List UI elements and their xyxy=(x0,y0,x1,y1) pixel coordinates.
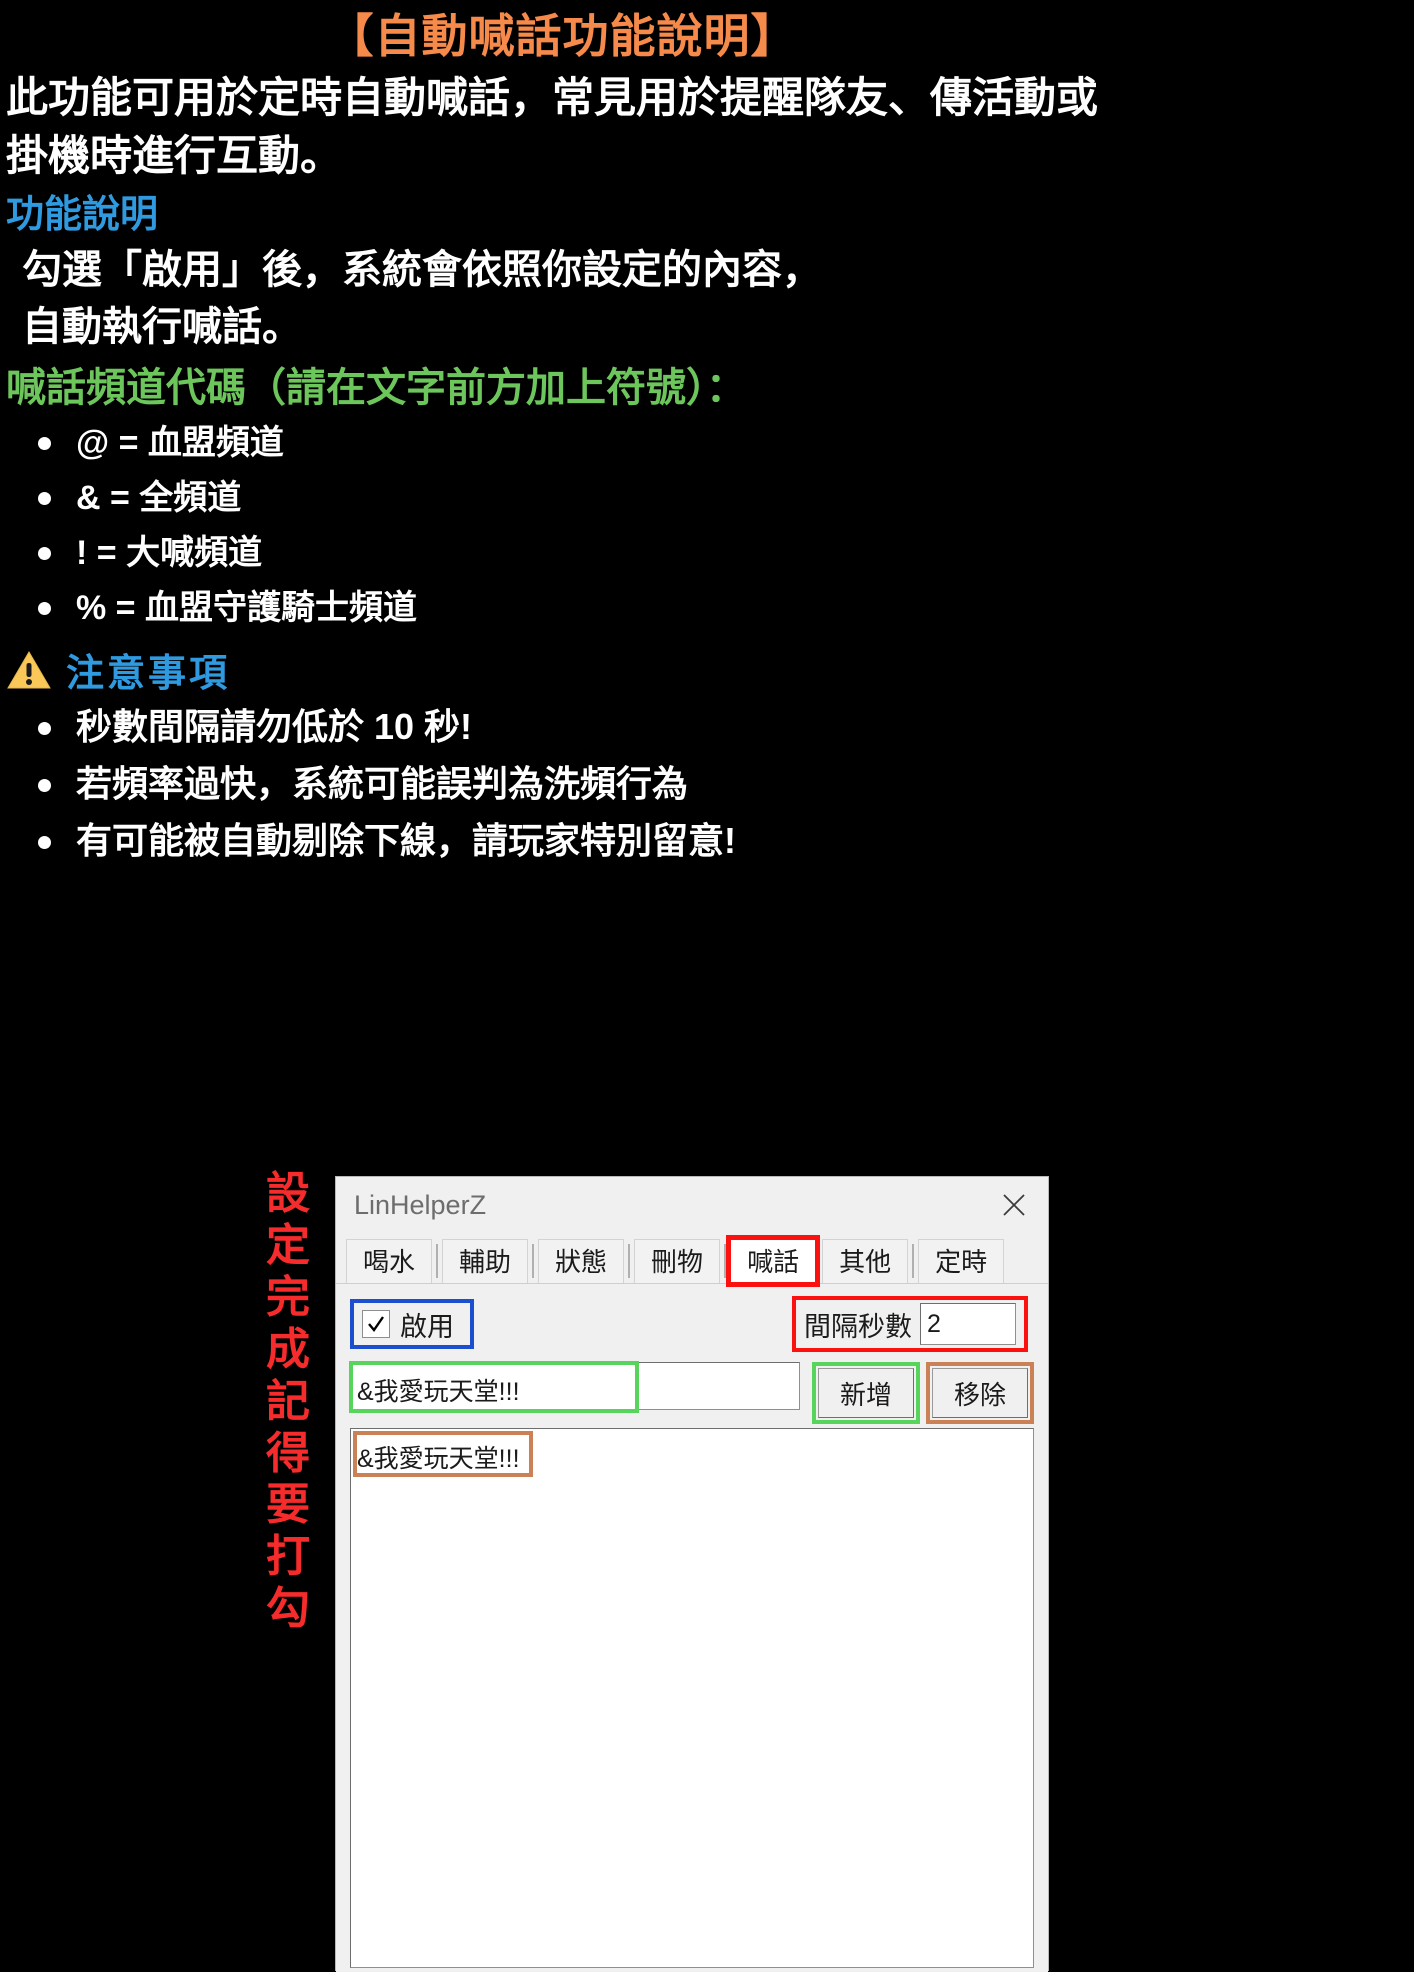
warning-triangle-icon xyxy=(6,650,52,690)
annotation-char: 完 xyxy=(266,1272,310,1322)
section-heading-features: 功能說明 xyxy=(6,193,159,236)
linhelperz-window: LinHelperZ 喝水 輔助 狀態 刪物 喊話 其他 定時 啟用 xyxy=(335,1176,1049,1972)
warning-heading-label: 注意事項 xyxy=(66,653,231,696)
list-item[interactable]: &我愛玩天堂!!! xyxy=(357,1445,520,1473)
message-entry-row: &我愛玩天堂!!! 新增 移除 xyxy=(349,1361,1034,1424)
enable-checkbox[interactable]: 啟用 xyxy=(350,1299,474,1349)
message-input-value: &我愛玩天堂!!! xyxy=(357,1378,520,1406)
add-button[interactable]: 新增 xyxy=(818,1368,914,1418)
section-heading-channel-codes: 喊話頻道代碼（請在文字前方加上符號）： xyxy=(6,365,746,410)
interval-seconds-label: 間隔秒數 xyxy=(804,1311,912,1342)
section-heading-warnings: 注意事項 xyxy=(0,636,1125,699)
shout-tab-panel: 啟用 間隔秒數 2 &我愛玩天堂!!! 新增 移除 &我愛玩天堂!!! xyxy=(336,1283,1048,1972)
enable-checkbox-label: 啟用 xyxy=(400,1311,454,1342)
page-title: 【自動喊話功能說明】 xyxy=(327,10,798,62)
close-icon[interactable] xyxy=(984,1180,1044,1230)
window-titlebar[interactable]: LinHelperZ xyxy=(336,1177,1048,1233)
feature-description-line-2: 自動執行喊話。 xyxy=(22,304,302,349)
tab-timer[interactable]: 定時 xyxy=(918,1239,1005,1283)
window-title: LinHelperZ xyxy=(354,1189,487,1220)
list-item: 秒數間隔請勿低於 10 秒! xyxy=(30,699,1119,756)
annotation-char: 記 xyxy=(266,1376,310,1426)
list-item: @ = 血盟頻道 xyxy=(30,416,1119,471)
tab-drink-water[interactable]: 喝水 xyxy=(346,1239,439,1283)
tab-assist[interactable]: 輔助 xyxy=(442,1239,535,1283)
message-input[interactable]: &我愛玩天堂!!! xyxy=(349,1361,800,1413)
tab-shout[interactable]: 喊話 xyxy=(726,1235,821,1287)
intro-paragraph: 此功能可用於定時自動喊話，常見用於提醒隊友、傳活動或掛機時進行互動。 xyxy=(6,73,1099,179)
message-listbox[interactable]: &我愛玩天堂!!! xyxy=(350,1428,1034,1968)
tab-other[interactable]: 其他 xyxy=(822,1239,915,1283)
list-item: 若頻率過快，系統可能誤判為洗頻行為 xyxy=(30,756,1119,813)
annotation-char: 得 xyxy=(266,1428,310,1478)
remove-button[interactable]: 移除 xyxy=(932,1368,1028,1418)
list-item: ! = 大喊頻道 xyxy=(30,526,1119,581)
warning-list: 秒數間隔請勿低於 10 秒! 若頻率過快，系統可能誤判為洗頻行為 有可能被自動剔… xyxy=(0,699,1125,870)
list-item: 有可能被自動剔除下線，請玩家特別留意! xyxy=(30,813,1119,870)
add-button-highlight: 新增 xyxy=(812,1362,920,1424)
tab-delete-item[interactable]: 刪物 xyxy=(634,1239,727,1283)
remove-button-highlight: 移除 xyxy=(926,1362,1034,1424)
tab-strip: 喝水 輔助 狀態 刪物 喊話 其他 定時 xyxy=(336,1233,1048,1287)
annotation-char: 要 xyxy=(266,1480,310,1530)
annotation-char: 定 xyxy=(266,1220,310,1270)
tab-status[interactable]: 狀態 xyxy=(538,1239,631,1283)
interval-seconds-input[interactable]: 2 xyxy=(920,1303,1016,1345)
checkmark-icon[interactable] xyxy=(362,1310,390,1338)
channel-code-list: @ = 血盟頻道 & = 全頻道 ! = 大喊頻道 % = 血盟守護騎士頻道 xyxy=(0,416,1125,636)
list-item: & = 全頻道 xyxy=(30,471,1119,526)
feature-description-line-1: 勾選「啟用」後，系統會依照你設定的內容， xyxy=(22,248,822,293)
settings-row: 啟用 間隔秒數 2 xyxy=(350,1296,1034,1352)
interval-seconds-group: 間隔秒數 2 xyxy=(792,1296,1028,1352)
annotation-char: 成 xyxy=(266,1324,310,1374)
vertical-annotation-text: 設 定 完 成 記 得 要 打 勾 xyxy=(256,1168,320,1635)
annotation-char: 設 xyxy=(266,1169,310,1218)
instruction-poster: 【自動喊話功能說明】 此功能可用於定時自動喊話，常見用於提醒隊友、傳活動或掛機時… xyxy=(0,0,1125,870)
annotation-char: 打 xyxy=(266,1532,310,1582)
annotation-char: 勾 xyxy=(266,1584,310,1634)
list-item: % = 血盟守護騎士頻道 xyxy=(30,581,1119,636)
